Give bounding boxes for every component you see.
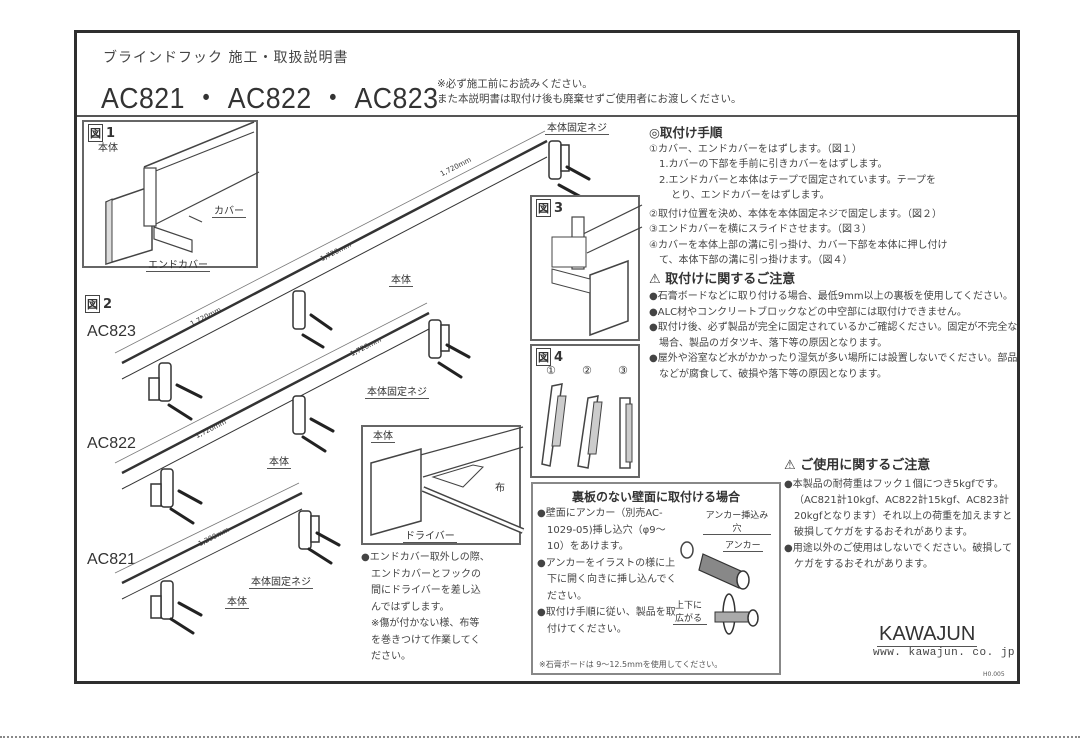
- caution-item: ●用途以外のご使用はしないでください。破損してケガをするおそれがあります。: [784, 543, 1013, 570]
- usage-caution: ⚠ ご使用に関するご注意 ●本製品の耐荷重はフック１個につき5kgfです。（AC…: [784, 458, 1016, 573]
- figure-4-step: ②: [582, 364, 592, 377]
- callout-body: 本体: [389, 271, 413, 287]
- installation-step: とり、エンドカバーをはずします。: [671, 190, 830, 201]
- installation-step: ③エンドカバーを横にスライドさせます。（図３）: [649, 224, 872, 235]
- model-tag-ac823: AC823: [87, 323, 136, 340]
- callout-fixing-screw: 本体固定ネジ: [545, 119, 609, 135]
- removal-figure-box: 本体 布 ドライバー: [361, 425, 525, 545]
- installation-heading: ◎取付け手順: [649, 125, 723, 140]
- callout-body: 本体: [371, 427, 395, 443]
- driver-removal-illustration: [370, 426, 525, 536]
- caution-item: ●屋外や浴室など水がかかったり湿気が多い場所には設置しないでください。部品などが…: [649, 353, 1018, 380]
- callout-spread: 上下に広がる: [673, 598, 707, 625]
- end-cover-removal-note: ●エンドカバー取外しの際、 エンドカバーとフックの 間にドライバーを差し込 んで…: [361, 552, 490, 662]
- callout-anchor: アンカー: [723, 538, 763, 552]
- warning-triangle-icon: ⚠: [649, 271, 661, 287]
- notice-line: また本説明書は取付け後も廃棄せずご使用者にお渡しください。: [437, 93, 742, 105]
- installation-step: 1.カバーの下部を手前に引きカバーをはずします。: [659, 159, 888, 170]
- figure-4-step: ③: [618, 364, 628, 377]
- page-bottom-divider: [0, 736, 1080, 738]
- end-cover-illustration: [105, 121, 260, 266]
- model-tag-ac822: AC822: [87, 435, 136, 452]
- caution-item: ●取付け後、必ず製品が完全に固定されているかご確認ください。固定が不完全な場合、…: [649, 322, 1018, 349]
- document-subtitle: ブラインドフック 施工・取扱説明書: [103, 50, 349, 66]
- installation-step: ②取付け位置を決め、本体を本体固定ネジで固定します。（図２）: [649, 208, 942, 220]
- installation-instructions: ◎取付け手順 ①カバー、エンドカバーをはずします。（図１） 1.カバーの下部を手…: [649, 125, 1019, 382]
- installation-step: 2.エンドカバーと本体はテープで固定されています。テープを: [659, 174, 937, 186]
- callout-driver: ドライバー: [403, 527, 457, 543]
- anchor-box-instructions: ●壁面にアンカー（別売AC-1029-05)挿し込穴（φ9〜10）をあけます。 …: [537, 508, 677, 635]
- callout-end-cover: エンドカバー: [146, 256, 210, 272]
- notice-line: ※必ず施工前にお読みください。: [437, 78, 593, 90]
- callout-fixing-screw: 本体固定ネジ: [249, 573, 313, 589]
- callout-body: 本体: [98, 143, 118, 154]
- instruction-sheet: ブラインドフック 施工・取扱説明書 AC821 ・ AC822 ・ AC823 …: [74, 30, 1020, 684]
- installation-step: ①カバー、エンドカバーをはずします。（図１）: [649, 143, 862, 155]
- anchor-illustration: [680, 541, 759, 635]
- callout-cloth: 布: [495, 483, 505, 494]
- installation-step: て、本体下部の溝に引っ掛けます。（図４）: [659, 255, 853, 266]
- slide-end-cover-illustration: [551, 204, 643, 337]
- anchor-box-footnote: ※石膏ボードは 9〜12.5mmを使用してください。: [539, 660, 723, 669]
- figure-4-step: ①: [546, 364, 556, 377]
- anchor-box-title: 裏板のない壁面に取付ける場合: [571, 490, 740, 504]
- callout-anchor-hole: アンカー挿込み穴: [703, 508, 771, 535]
- usage-caution-heading: ⚠ ご使用に関するご注意: [784, 458, 931, 473]
- brand-logo: KAWAJUN: [877, 623, 978, 647]
- read-before-notice: ※必ず施工前にお読みください。 また本説明書は取付け後も廃棄せずご使用者にお渡し…: [437, 77, 742, 107]
- callout-cover: カバー: [212, 202, 246, 218]
- cover-attach-steps-illustration: [541, 383, 633, 469]
- install-caution-heading: ⚠ 取付けに関するご注意: [649, 271, 796, 287]
- callout-fixing-screw: 本体固定ネジ: [365, 383, 429, 399]
- caution-item: ●本製品の耐荷重はフック１個につき5kgfです。（AC821計10kgf、AC8…: [784, 479, 1013, 538]
- rail-installation-illustration: [114, 130, 591, 635]
- callout-body: 本体: [267, 453, 291, 469]
- callout-body: 本体: [225, 593, 249, 609]
- document-header: ブラインドフック 施工・取扱説明書 AC821 ・ AC822 ・ AC823 …: [77, 33, 1017, 117]
- caution-item: ●石膏ボードなどに取り付ける場合、最低9mm以上の裏板を使用してください。: [649, 291, 1013, 302]
- warning-triangle-icon: ⚠: [784, 458, 796, 473]
- website-url: www. kawajun. co. jp: [873, 647, 1016, 659]
- installation-step: ④カバーを本体上部の溝に引っ掛け、カバー下部を本体に押し付け: [649, 239, 948, 251]
- anchor-install-box: 裏板のない壁面に取付ける場合 ●壁面にアンカー（別売AC-1029-05)挿し込…: [531, 482, 781, 675]
- model-tag-ac821: AC821: [87, 551, 136, 568]
- model-numbers-title: AC821 ・ AC822 ・ AC823: [101, 83, 439, 115]
- document-code: H0.005: [983, 671, 1005, 678]
- caution-item: ●ALC材やコンクリートブロックなどの中空部には取付けできません。: [649, 306, 967, 318]
